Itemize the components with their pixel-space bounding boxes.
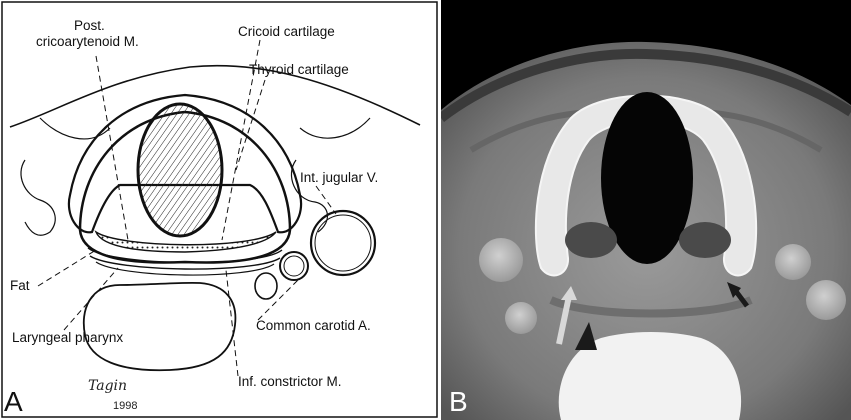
vertebral-body bbox=[84, 283, 236, 370]
label-post-cricoarytenoid-line2: cricoarytenoid M. bbox=[36, 34, 139, 49]
panel-letter-a: A bbox=[4, 388, 23, 416]
panel-b-ct-scan: B bbox=[441, 0, 851, 420]
panel-a-illustration: Post. cricoarytenoid M. Cricoid cartilag… bbox=[0, 0, 440, 420]
internal-jugular-vein bbox=[311, 211, 375, 275]
fat-lobules-left bbox=[21, 160, 55, 235]
strap-muscle-right bbox=[300, 118, 370, 138]
paraglottic-fat-right bbox=[679, 222, 731, 258]
label-cricoid-cartilage: Cricoid cartilage bbox=[238, 24, 335, 39]
label-laryngeal-pharynx: Laryngeal pharynx bbox=[12, 330, 123, 345]
panel-letter-b: B bbox=[449, 388, 468, 416]
airway-lumen bbox=[138, 104, 222, 236]
label-post-cricoarytenoid-line1: Post. bbox=[74, 18, 105, 33]
signature-year: 1998 bbox=[113, 400, 137, 412]
strap-muscle-left bbox=[40, 118, 110, 139]
label-thyroid-cartilage: Thyroid cartilage bbox=[249, 62, 349, 77]
left-carotid-ct bbox=[505, 302, 537, 334]
left-jugular-ct bbox=[479, 238, 523, 282]
artist-signature: Tagin bbox=[88, 378, 127, 394]
ct-scan-svg bbox=[441, 0, 851, 420]
paraglottic-fat-left bbox=[565, 222, 617, 258]
label-int-jugular-v: Int. jugular V. bbox=[300, 170, 378, 185]
right-carotid-ct bbox=[775, 244, 811, 280]
label-common-carotid-a: Common carotid A. bbox=[256, 318, 371, 333]
internal-jugular-vein-inner bbox=[315, 215, 371, 271]
common-carotid-artery-inner bbox=[284, 256, 304, 276]
right-jugular-ct bbox=[806, 280, 846, 320]
label-inf-constrictor-m: Inf. constrictor M. bbox=[238, 374, 342, 389]
small-vessel bbox=[255, 273, 277, 299]
illustration-svg bbox=[0, 0, 440, 420]
label-fat: Fat bbox=[10, 278, 30, 293]
